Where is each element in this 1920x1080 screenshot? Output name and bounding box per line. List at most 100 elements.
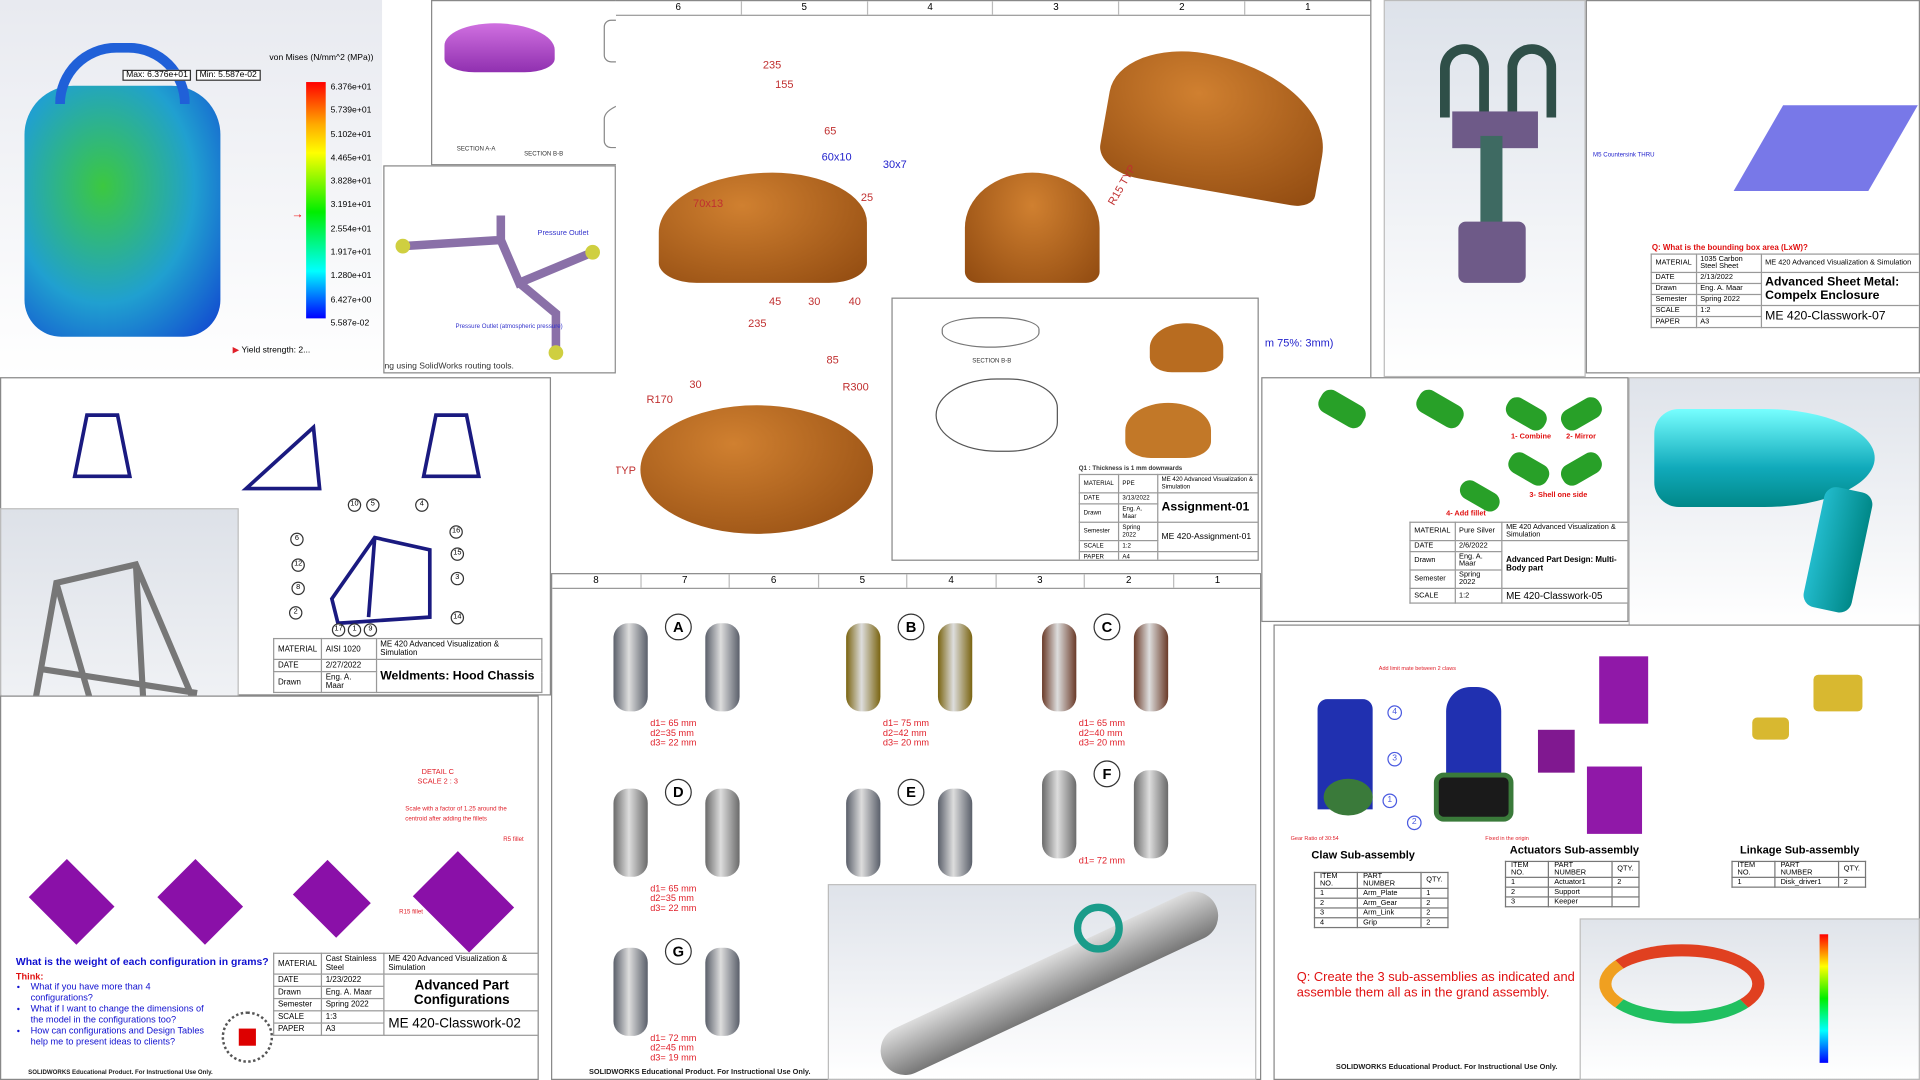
dim-235: 235 xyxy=(762,58,782,72)
dim-45: 45 xyxy=(768,295,782,308)
balloon: 10 xyxy=(347,498,362,512)
column-label: 1 xyxy=(1245,1,1371,15)
legend-tick: 3.191e+01 xyxy=(330,201,372,210)
balloon: 1 xyxy=(347,623,362,637)
connector-part xyxy=(705,788,740,877)
legend-tick: 3.828e+01 xyxy=(330,177,372,187)
hook-right xyxy=(1507,44,1557,118)
step-4-body xyxy=(1456,476,1504,516)
bom-cell: 1 xyxy=(1313,887,1359,899)
linkage-title: Linkage Sub-assembly xyxy=(1740,843,1860,856)
connector-part xyxy=(705,623,740,712)
connector-part xyxy=(613,947,648,1036)
bom-cell: 2 xyxy=(1837,876,1867,888)
bom-cell: 2 xyxy=(1504,886,1550,898)
bom-cell: 2 xyxy=(1313,897,1359,909)
balloon: 17 xyxy=(331,623,346,637)
claw-gears xyxy=(1323,778,1373,816)
bom-cell: Actuator1 xyxy=(1548,876,1613,888)
pressure-outlet-label: Pressure Outlet xyxy=(537,230,589,238)
bom-header-cell: PART NUMBER xyxy=(1774,860,1839,878)
config-2-part xyxy=(157,858,244,945)
variant-label: G xyxy=(664,937,692,965)
bom-cell: 2 xyxy=(1420,897,1449,909)
bom-cell: Arm_Link xyxy=(1357,907,1422,919)
dim-70x13: 70x13 xyxy=(693,197,724,210)
dim-85: 85 xyxy=(826,353,839,367)
balloon: 12 xyxy=(291,558,305,572)
variant-label: E xyxy=(897,778,925,806)
step-2-body xyxy=(1557,393,1606,435)
connector-part xyxy=(937,623,973,712)
dim-235-b: 235 xyxy=(748,317,767,330)
dim-60x10: 60x10 xyxy=(821,150,852,163)
bom-header-cell: PART NUMBER xyxy=(1548,860,1613,878)
balloon-1: 1 xyxy=(1382,793,1398,809)
column-label: 5 xyxy=(742,1,868,15)
balloon-2: 2 xyxy=(1406,815,1422,831)
bom-cell: 3 xyxy=(1504,896,1550,908)
yield-label: Yield strength: 2... xyxy=(241,346,311,356)
actuator-side xyxy=(1537,729,1575,773)
step-3-body xyxy=(1504,448,1553,490)
dryer-handle xyxy=(1801,484,1875,615)
bom-cell xyxy=(1611,886,1640,898)
bullet: How can configurations and Design Tables… xyxy=(31,1025,215,1047)
balloon: 8 xyxy=(291,581,305,596)
dim-25: 25 xyxy=(860,191,874,204)
balloon: 5 xyxy=(366,498,380,512)
think-label: Think: xyxy=(15,971,44,983)
legend-tick: 5.739e+01 xyxy=(330,106,372,116)
shell-front-view xyxy=(964,172,1100,283)
hair-dryer-3d-model xyxy=(1628,377,1920,629)
detail-c-label: DETAIL C SCALE 2 : 3 xyxy=(417,768,458,787)
connector-part xyxy=(846,623,881,712)
yield-marker-icon: ▶ xyxy=(232,346,240,356)
legend-tick: 4.465e+01 xyxy=(330,154,372,163)
bom-cell: Arm_Plate xyxy=(1357,887,1422,899)
variant-dimensions: d1= 72 mm xyxy=(1078,854,1125,866)
seal-stamp xyxy=(221,1011,274,1063)
connector-part xyxy=(1133,770,1169,859)
connector-part xyxy=(937,788,973,877)
actuator-2 xyxy=(1586,766,1643,834)
step-mirror: 2- Mirror xyxy=(1566,433,1596,441)
dim-r170: R170 xyxy=(646,393,673,406)
connector-part xyxy=(1133,623,1169,712)
roller-shaft xyxy=(872,885,1227,1079)
body-2 xyxy=(1412,386,1468,432)
bom-cell: 1 xyxy=(1504,876,1550,888)
dim-30-b: 30 xyxy=(689,378,702,391)
column-label: 3 xyxy=(996,574,1085,588)
bom-cell: 3 xyxy=(1313,907,1359,919)
shell-iso-2 xyxy=(1125,402,1212,458)
yield-arrow-icon: → xyxy=(291,208,304,222)
legend-tick: 2.554e+01 xyxy=(330,225,372,234)
r5-fillet-label: R5 fillet xyxy=(503,836,524,844)
config-3-part xyxy=(292,859,371,938)
step-combine: 1- Combine xyxy=(1511,433,1552,441)
fixed-origin-note: Fixed in the origin xyxy=(1485,835,1529,842)
enclosure-3d xyxy=(1733,105,1918,192)
wheel-legend-colorbar xyxy=(1819,934,1829,1063)
claw-title: Claw Sub-assembly xyxy=(1311,848,1415,861)
bullet: What if I want to change the dimensions … xyxy=(31,1003,215,1025)
legend-tick: 1.280e+01 xyxy=(330,272,372,281)
bom-header-cell: PART NUMBER xyxy=(1357,871,1422,889)
r15-fillet-label: R15 fillet xyxy=(399,908,424,916)
bom-header-cell: ITEM NO. xyxy=(1731,860,1776,878)
section-bb-label: SECTION B-B xyxy=(524,150,564,158)
dim-65: 65 xyxy=(824,124,837,138)
variant-label: C xyxy=(1093,613,1121,641)
bom-cell: Arm_Gear xyxy=(1357,897,1422,909)
balloon: 2 xyxy=(288,606,303,620)
connector-part xyxy=(613,788,648,877)
